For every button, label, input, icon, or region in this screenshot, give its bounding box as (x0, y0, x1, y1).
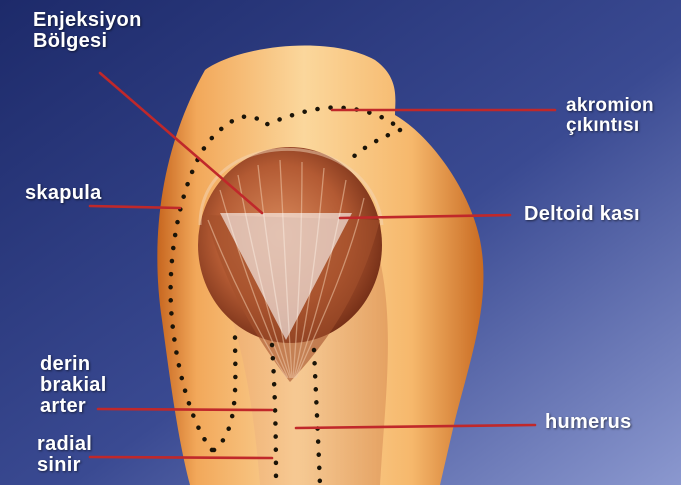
label-humerus: humerus (545, 412, 632, 433)
label-nerve: radial sinir (37, 434, 92, 476)
label-injection-zone: Enjeksiyon Bölgesi (33, 10, 142, 52)
label-acromion: akromion çıkıntısı (566, 96, 654, 136)
pointer-line-nerve (90, 457, 272, 458)
label-artery: derin brakial arter (40, 354, 107, 417)
label-deltoid: Deltoid kası (524, 204, 640, 225)
label-scapula: skapula (25, 183, 102, 204)
pointer-line-artery (98, 409, 272, 410)
